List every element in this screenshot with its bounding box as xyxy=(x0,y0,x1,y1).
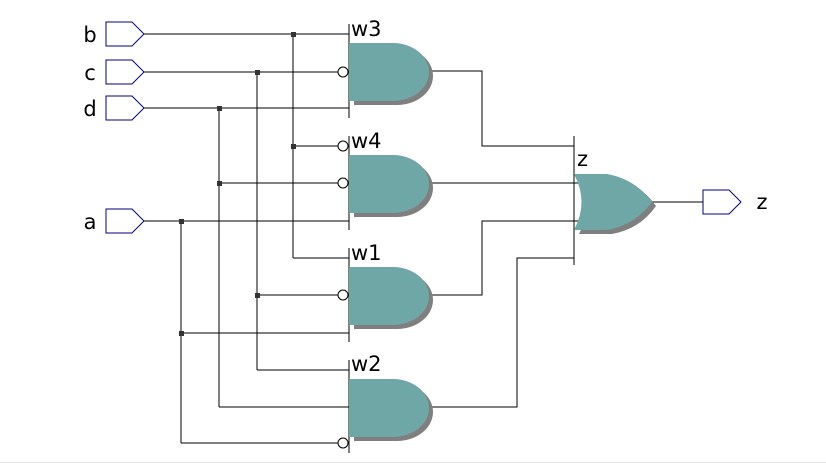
gate-w4-invert-bubble-1 xyxy=(337,140,349,152)
junction-d-w4 xyxy=(217,181,222,186)
input-port-d[interactable]: d xyxy=(83,95,145,121)
junction-b-w4 xyxy=(291,144,296,149)
junction-b-top xyxy=(291,32,296,37)
input-label-d: d xyxy=(83,97,96,121)
gate-w2-body xyxy=(349,379,429,437)
input-label-b: b xyxy=(83,23,96,47)
gate-z-label: z xyxy=(577,147,588,171)
input-port-a[interactable]: a xyxy=(84,208,145,234)
gate-w4-label: w4 xyxy=(351,129,382,153)
gate-w4[interactable]: w4 xyxy=(337,129,433,217)
input-label-a: a xyxy=(84,210,97,234)
junction-c-top xyxy=(255,70,260,75)
junction-a-top xyxy=(179,219,184,224)
gate-w3-body xyxy=(349,43,429,101)
gate-w3[interactable]: w3 xyxy=(337,17,433,105)
output-port-z[interactable]: z xyxy=(702,189,768,215)
gate-w1-label: w1 xyxy=(351,241,382,265)
wire-w3-to-z xyxy=(430,70,574,147)
gate-z-or[interactable]: z xyxy=(574,147,656,234)
gate-w4-body xyxy=(349,155,429,213)
gate-w3-label: w3 xyxy=(351,17,382,41)
gate-w3-invert-bubble xyxy=(337,66,349,78)
wire-w2-to-z xyxy=(430,257,574,408)
gate-w2[interactable]: w2 xyxy=(337,352,433,449)
gate-w4-invert-bubble-2 xyxy=(337,177,349,189)
output-label-z: z xyxy=(756,190,767,214)
gate-w1-invert-bubble xyxy=(337,289,349,301)
input-port-c[interactable]: c xyxy=(84,59,145,85)
junctions xyxy=(179,32,296,336)
gate-w1[interactable]: w1 xyxy=(337,241,433,329)
junction-c-w1 xyxy=(255,293,260,298)
wire-w1-to-z xyxy=(430,220,582,296)
input-port-b[interactable]: b xyxy=(83,21,145,47)
gate-w2-invert-bubble xyxy=(337,437,349,449)
input-label-c: c xyxy=(84,61,96,85)
gate-z-body xyxy=(574,174,652,230)
gate-w1-body xyxy=(349,267,429,325)
junction-d-top xyxy=(217,106,222,111)
canvas-bottom-divider xyxy=(0,462,826,463)
junction-a-w1 xyxy=(179,331,184,336)
gate-w2-label: w2 xyxy=(351,352,382,376)
